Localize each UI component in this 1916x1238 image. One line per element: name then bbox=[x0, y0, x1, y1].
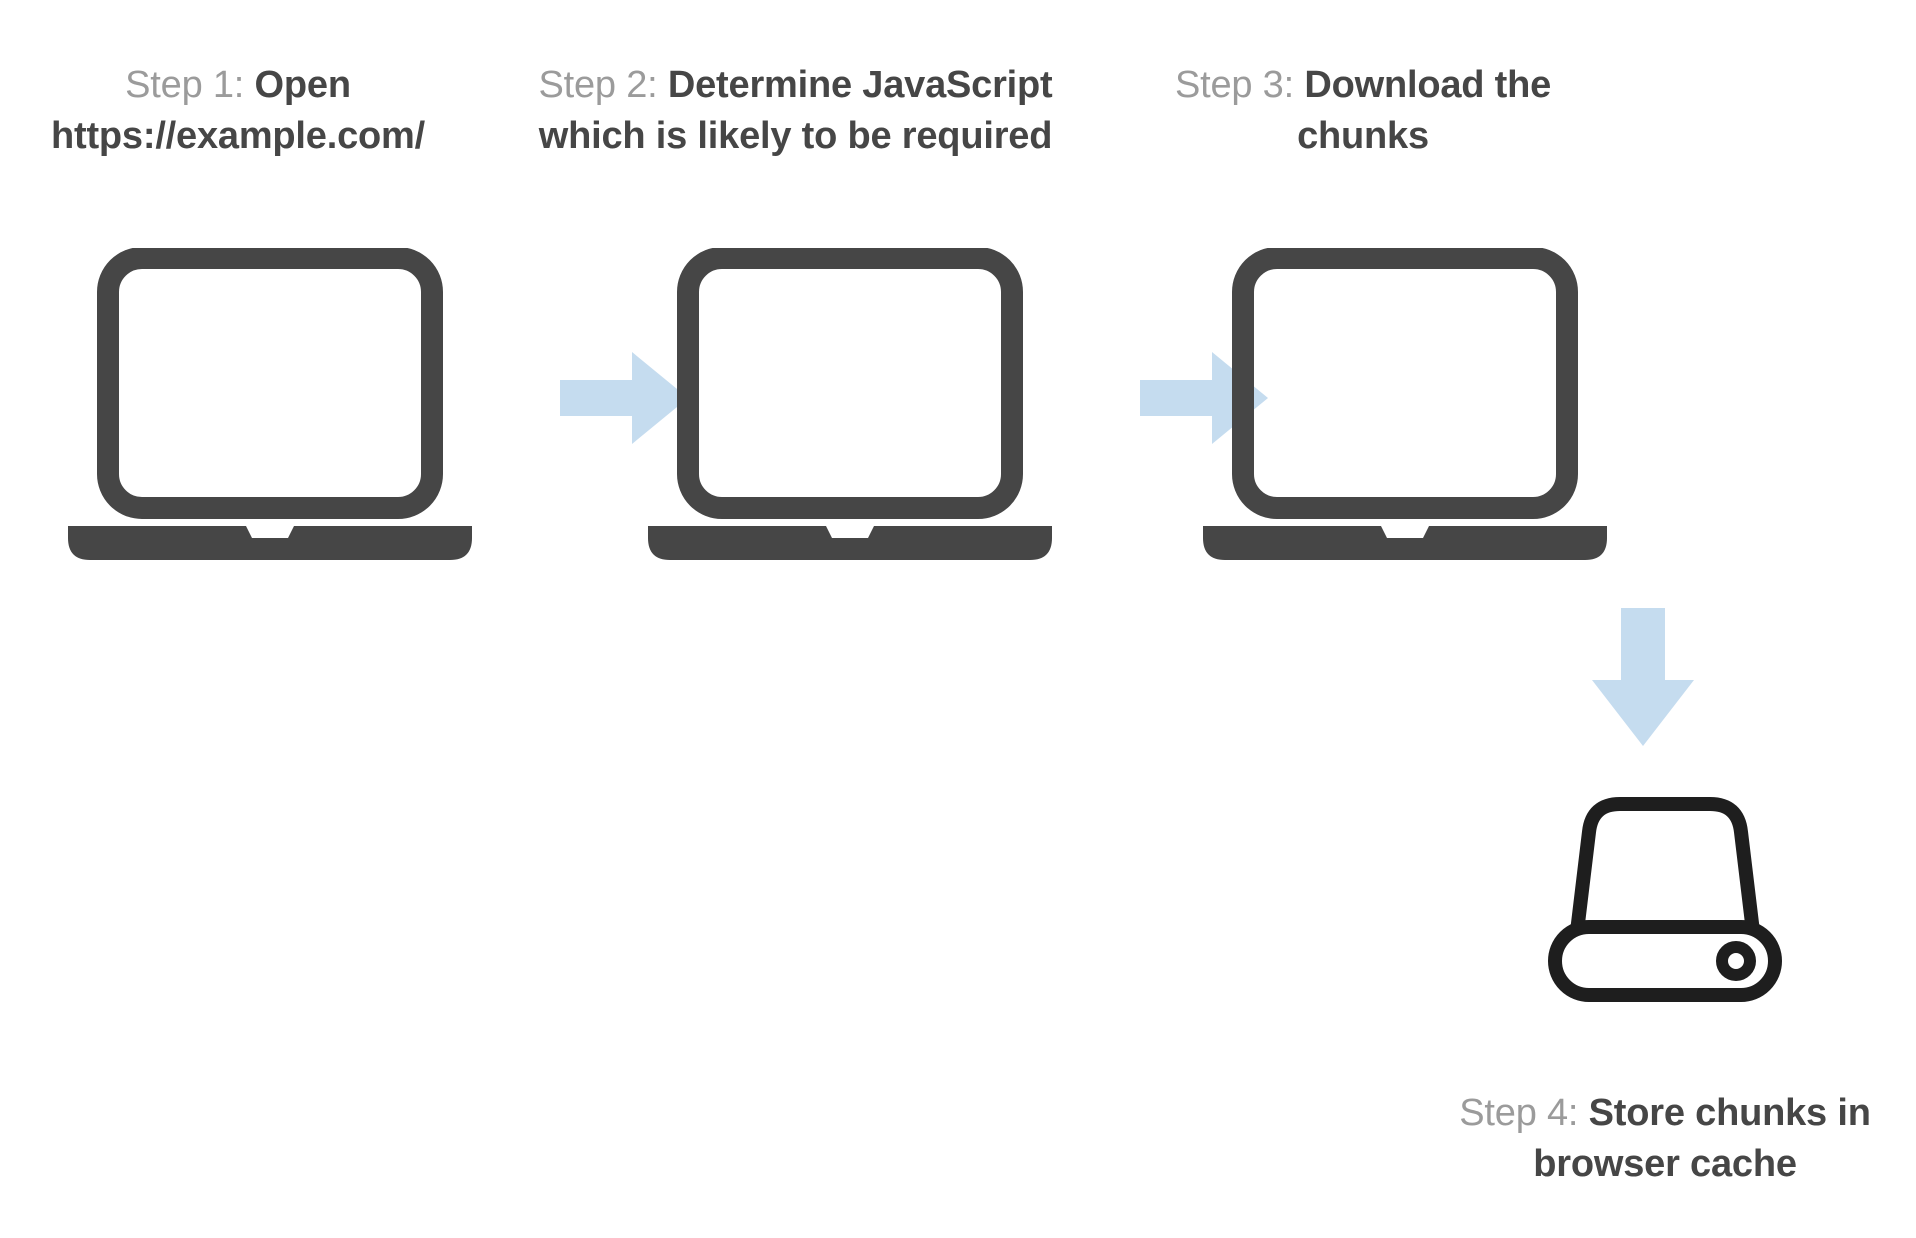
arrow-right-icon-1 bbox=[560, 348, 690, 448]
step-2-label: Step 2: bbox=[538, 64, 658, 106]
step-1-label: Step 1: bbox=[125, 64, 245, 106]
step-1-text: Open https://example.com/ bbox=[51, 64, 425, 158]
hard-drive-icon bbox=[1540, 790, 1790, 1005]
step-2-text: Determine JavaScript which is likely to … bbox=[538, 64, 1053, 158]
step-3-text: Download the chunks bbox=[1297, 64, 1552, 158]
laptop-icon bbox=[1195, 248, 1615, 568]
step-3-caption: Step 3: Download the chunks bbox=[1128, 60, 1598, 163]
step-1-caption: Step 1: Open https://example.com/ bbox=[18, 60, 458, 163]
step-4-caption: Step 4: Store chunks in browser cache bbox=[1430, 1088, 1900, 1191]
step-3-label: Step 3: bbox=[1174, 64, 1294, 106]
laptop-icon bbox=[640, 248, 1060, 568]
step-4-text: Store chunks in browser cache bbox=[1533, 1092, 1871, 1186]
arrow-down-icon bbox=[1588, 608, 1698, 748]
step-4-label: Step 4: bbox=[1459, 1092, 1579, 1134]
laptop-icon bbox=[60, 248, 480, 568]
step-2-caption: Step 2: Determine JavaScript which is li… bbox=[518, 60, 1073, 163]
